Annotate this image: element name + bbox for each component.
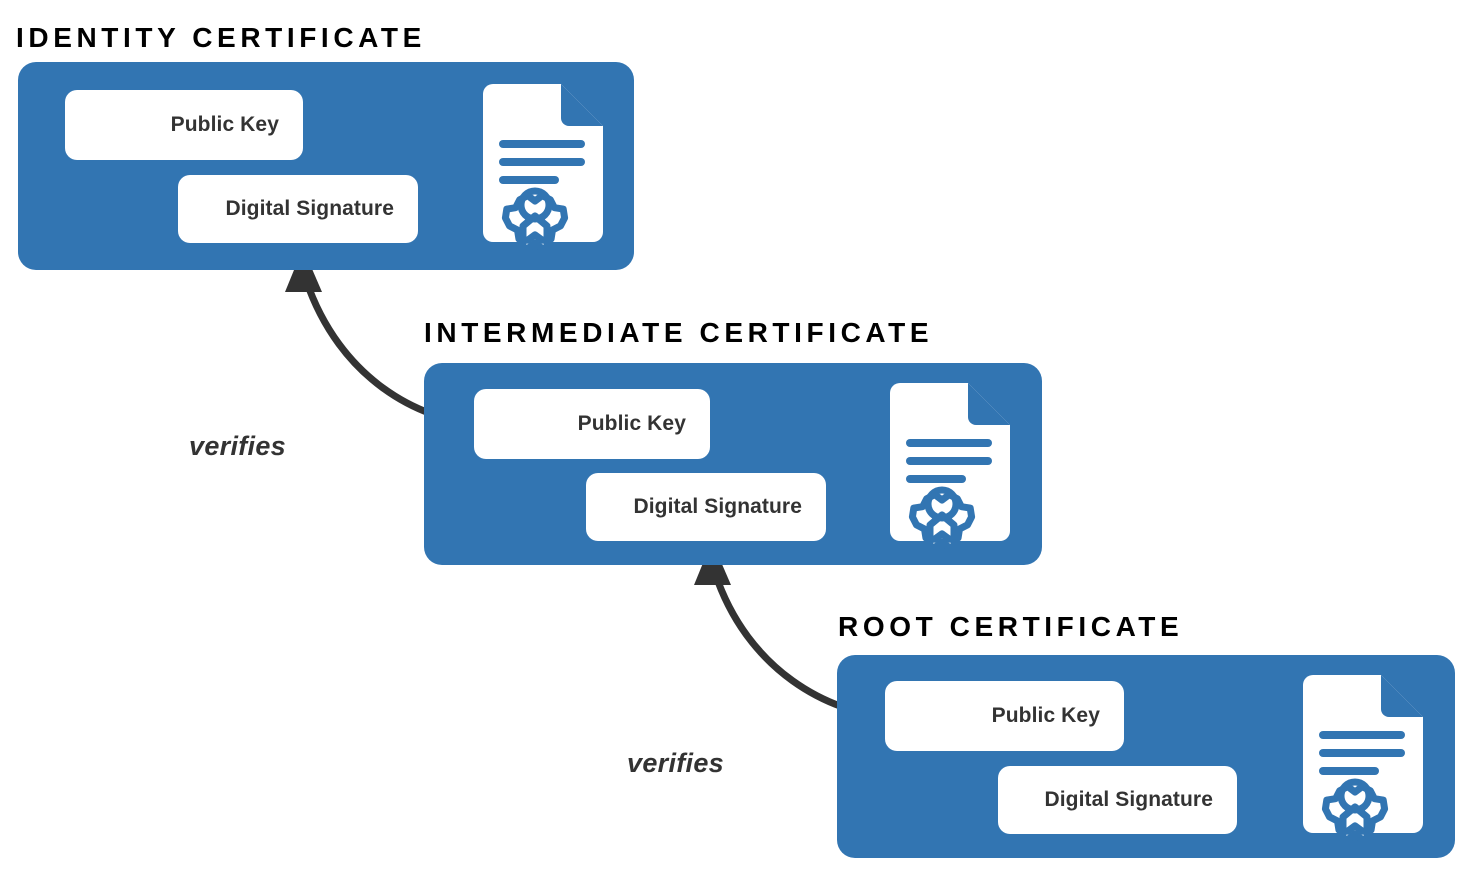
intermediate-public-key-label: Public Key xyxy=(577,412,686,435)
identity-digital-signature-box[interactable]: Digital Signature xyxy=(178,175,418,243)
verifies-label-identity: verifies xyxy=(189,431,286,461)
identity-public-key-box[interactable]: Public Key xyxy=(65,90,303,160)
root-public-key-label: Public Key xyxy=(991,704,1100,727)
certificate-document-icon xyxy=(1293,675,1433,843)
intermediate-public-key-box[interactable]: Public Key xyxy=(474,389,710,459)
intermediate-certificate-title: INTERMEDIATE CERTIFICATE xyxy=(424,317,934,348)
root-certificate-card: Public Key Digital Signature xyxy=(837,655,1455,858)
identity-digital-signature-label: Digital Signature xyxy=(225,197,394,220)
certificate-document-icon xyxy=(473,84,613,252)
identity-certificate-title: IDENTITY CERTIFICATE xyxy=(16,22,426,53)
certificate-document-icon xyxy=(880,383,1020,551)
root-digital-signature-label: Digital Signature xyxy=(1044,788,1213,811)
intermediate-certificate-card: Public Key Digital Signature xyxy=(424,363,1042,565)
identity-public-key-label: Public Key xyxy=(170,113,279,136)
identity-certificate-card: Public Key Digital Signature xyxy=(18,62,634,270)
root-digital-signature-box[interactable]: Digital Signature xyxy=(998,766,1237,834)
root-public-key-box[interactable]: Public Key xyxy=(885,681,1124,751)
verifies-label-intermediate: verifies xyxy=(627,748,724,778)
intermediate-digital-signature-box[interactable]: Digital Signature xyxy=(586,473,826,541)
intermediate-digital-signature-label: Digital Signature xyxy=(633,495,802,518)
root-certificate-title: ROOT CERTIFICATE xyxy=(838,611,1184,642)
